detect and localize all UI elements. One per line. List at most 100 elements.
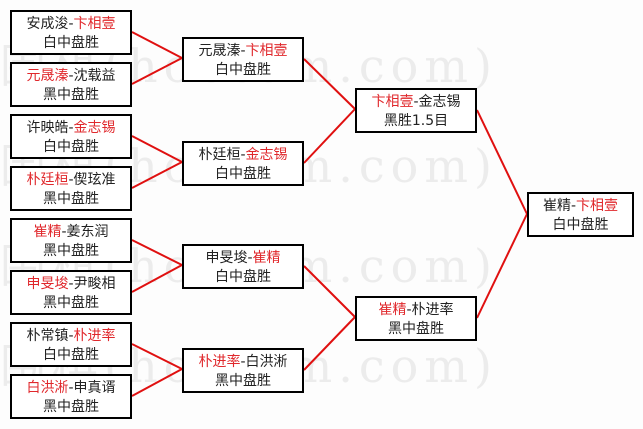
player-white: 沈载益 <box>73 68 116 84</box>
match-box-round2-2: 朴廷桓-金志锡白中盘胜 <box>182 141 304 186</box>
player-black: 申旻埈 <box>205 250 248 266</box>
separator: - <box>68 276 74 292</box>
player-black: 许映皓 <box>26 120 69 136</box>
separator: - <box>240 147 246 163</box>
match-players: 崔精-姜东润 <box>12 223 130 242</box>
player-white: 崔精 <box>252 250 281 266</box>
match-box-round3-2: 崔精-朴进率黑中盘胜 <box>355 296 477 341</box>
match-result: 白中盘胜 <box>43 139 99 155</box>
separator: - <box>240 354 246 370</box>
player-black: 申旻埈 <box>26 276 69 292</box>
match-result: 黑中盘胜 <box>43 87 99 103</box>
player-black: 白洪淅 <box>26 380 69 396</box>
bracket-connector <box>303 58 356 110</box>
player-white: 卞相壹 <box>576 198 619 214</box>
player-white: 朴进率 <box>411 302 454 318</box>
match-result: 白中盘胜 <box>43 347 99 363</box>
match-players: 申旻埈-尹畯相 <box>12 275 130 294</box>
separator: - <box>61 224 67 240</box>
separator: - <box>68 172 74 188</box>
match-box-round4-1: 崔精-卞相壹白中盘胜 <box>527 192 634 237</box>
player-black: 安成浚 <box>26 16 69 32</box>
bracket-connector <box>303 265 356 318</box>
bracket-connector <box>131 57 183 85</box>
match-result: 白中盘胜 <box>43 35 99 51</box>
player-white: 朴进率 <box>73 328 116 344</box>
match-players: 朴廷桓-金志锡 <box>184 146 302 165</box>
match-players: 崔精-卞相壹 <box>529 197 632 216</box>
match-players: 申旻埈-崔精 <box>184 249 302 268</box>
player-black: 卞相壹 <box>371 94 414 110</box>
match-box-round2-3: 申旻埈-崔精白中盘胜 <box>182 244 304 289</box>
match-box-round1-4: 朴廷桓-偰玹准黑中盘胜 <box>10 166 132 211</box>
player-white: 金志锡 <box>73 120 116 136</box>
separator: - <box>68 68 74 84</box>
player-white: 金志锡 <box>245 147 288 163</box>
match-box-round2-1: 元晟溱-卞相壹白中盘胜 <box>182 37 304 82</box>
separator: - <box>68 380 74 396</box>
player-white: 姜东润 <box>66 224 109 240</box>
player-black: 崔精 <box>542 198 571 214</box>
match-result: 黑中盘胜 <box>43 399 99 415</box>
match-box-round2-4: 朴进率-白洪淅黑中盘胜 <box>182 348 304 393</box>
separator: - <box>68 120 74 136</box>
player-white: 卞相壹 <box>245 43 288 59</box>
player-black: 朴常镇 <box>26 328 69 344</box>
player-white: 金志锡 <box>418 94 461 110</box>
separator: - <box>240 43 246 59</box>
match-players: 安成浚-卞相壹 <box>12 15 130 34</box>
bracket-connector <box>131 135 183 163</box>
player-black: 元晟溱 <box>198 43 241 59</box>
separator: - <box>413 94 419 110</box>
match-box-round1-6: 申旻埈-尹畯相黑中盘胜 <box>10 270 132 315</box>
bracket-connector <box>303 108 356 164</box>
match-box-round1-3: 许映皓-金志锡白中盘胜 <box>10 114 132 159</box>
bracket-connector <box>131 368 183 397</box>
match-players: 白洪淅-申真谞 <box>12 379 130 398</box>
match-result: 白中盘胜 <box>215 166 271 182</box>
match-result: 黑胜1.5目 <box>383 113 449 129</box>
separator: - <box>570 198 577 214</box>
match-result: 黑中盘胜 <box>43 191 99 207</box>
bracket-connector <box>476 213 528 319</box>
match-players: 元晟溱-沈载益 <box>12 67 130 86</box>
player-white: 尹畯相 <box>73 276 116 292</box>
match-players: 朴进率-白洪淅 <box>184 353 302 372</box>
match-result: 黑中盘胜 <box>43 243 99 259</box>
match-players: 朴常镇-朴进率 <box>12 327 130 346</box>
match-players: 崔精-朴进率 <box>357 301 475 320</box>
bracket-connector <box>303 316 356 371</box>
bracket-connector <box>131 161 183 189</box>
bracket-connector <box>131 343 183 370</box>
bracket-connector <box>131 264 183 293</box>
match-box-round3-1: 卞相壹-金志锡黑胜1.5目 <box>355 88 477 133</box>
player-white: 申真谞 <box>73 380 116 396</box>
separator: - <box>406 302 412 318</box>
match-result: 白中盘胜 <box>215 62 271 78</box>
match-result: 白中盘胜 <box>215 269 271 285</box>
player-black: 朴廷桓 <box>26 172 69 188</box>
player-white: 卞相壹 <box>73 16 116 32</box>
player-black: 崔精 <box>33 224 62 240</box>
player-white: 偰玹准 <box>73 172 116 188</box>
match-box-round1-1: 安成浚-卞相壹白中盘胜 <box>10 10 132 55</box>
separator: - <box>247 250 253 266</box>
match-box-round1-8: 白洪淅-申真谞黑中盘胜 <box>10 374 132 419</box>
match-box-round1-7: 朴常镇-朴进率白中盘胜 <box>10 322 132 367</box>
separator: - <box>68 328 74 344</box>
bracket-connector <box>131 239 183 266</box>
player-black: 元晟溱 <box>26 68 69 84</box>
match-result: 黑中盘胜 <box>43 295 99 311</box>
separator: - <box>68 16 74 32</box>
match-players: 元晟溱-卞相壹 <box>184 42 302 61</box>
player-black: 朴廷桓 <box>198 147 241 163</box>
bracket-connector <box>476 109 528 215</box>
match-players: 卞相壹-金志锡 <box>357 93 475 112</box>
bracket-connector <box>131 31 183 59</box>
player-black: 朴进率 <box>198 354 241 370</box>
match-box-round1-5: 崔精-姜东润黑中盘胜 <box>10 218 132 263</box>
match-box-round1-2: 元晟溱-沈载益黑中盘胜 <box>10 62 132 107</box>
player-black: 崔精 <box>378 302 407 318</box>
player-white: 白洪淅 <box>245 354 288 370</box>
match-players: 朴廷桓-偰玹准 <box>12 171 130 190</box>
